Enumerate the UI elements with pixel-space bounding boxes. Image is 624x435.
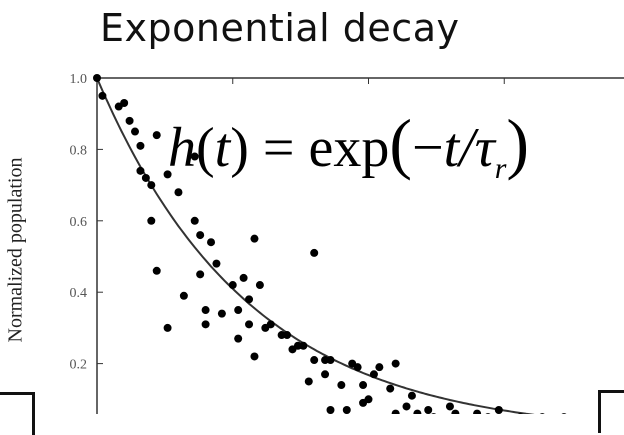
data-point xyxy=(359,381,368,390)
formula-h: h xyxy=(168,117,196,179)
formula-subscript: r xyxy=(494,152,507,185)
data-point xyxy=(326,356,335,365)
data-point xyxy=(375,363,384,372)
data-point xyxy=(196,270,205,279)
data-point xyxy=(234,334,243,343)
data-point xyxy=(120,98,129,107)
data-point xyxy=(196,231,205,240)
data-point xyxy=(391,359,400,368)
data-point xyxy=(337,381,346,390)
data-point xyxy=(131,127,140,136)
data-point xyxy=(369,370,378,379)
data-point xyxy=(250,234,259,243)
data-point xyxy=(304,377,313,386)
data-point xyxy=(190,152,199,161)
y-tick-label: 1.0 xyxy=(70,72,88,87)
data-point xyxy=(141,173,150,182)
data-point xyxy=(424,406,433,414)
data-point xyxy=(321,370,330,379)
data-point xyxy=(353,363,362,372)
chart-title: Exponential decay xyxy=(100,6,460,50)
formula-tau: τ xyxy=(474,117,495,179)
data-point xyxy=(473,409,482,414)
data-point xyxy=(163,323,172,332)
data-point xyxy=(207,238,216,247)
formula-slash: / xyxy=(459,117,475,179)
y-tick-label: 0.8 xyxy=(70,143,88,158)
data-point xyxy=(201,320,210,329)
data-point xyxy=(190,216,199,225)
y-ticks: 0.2 0.4 0.6 0.8 1.0 xyxy=(70,72,103,373)
data-point xyxy=(212,259,221,268)
data-point xyxy=(152,266,161,275)
data-point xyxy=(255,281,264,290)
data-point xyxy=(494,406,503,414)
data-point xyxy=(179,291,188,300)
formula-t2: t xyxy=(443,117,460,179)
y-tick-label: 0.2 xyxy=(70,358,88,373)
data-point xyxy=(136,166,145,175)
data-point xyxy=(266,320,275,329)
data-point xyxy=(147,181,156,190)
data-point xyxy=(174,188,183,197)
formula-equals-exp: = exp xyxy=(248,117,390,179)
data-point xyxy=(98,91,107,100)
formula-t: t xyxy=(214,117,231,179)
data-points xyxy=(93,74,567,414)
formula-close-paren: ) xyxy=(230,117,249,179)
data-point xyxy=(228,281,237,290)
data-point xyxy=(147,216,156,225)
data-point xyxy=(136,141,145,150)
formula-open-paren: ( xyxy=(196,117,215,179)
axes xyxy=(96,77,624,414)
formula-right-paren: ) xyxy=(506,105,530,181)
data-point xyxy=(310,356,319,365)
data-point xyxy=(201,306,210,315)
data-point xyxy=(234,306,243,315)
data-point xyxy=(451,409,460,414)
data-point xyxy=(125,116,134,125)
data-point xyxy=(245,295,254,304)
data-point xyxy=(163,170,172,179)
data-point xyxy=(310,248,319,257)
data-point xyxy=(445,402,454,411)
right-bracket-decoration xyxy=(598,390,624,433)
formula-left-paren: ( xyxy=(389,105,412,181)
data-point xyxy=(93,74,101,82)
data-point xyxy=(391,409,400,414)
data-point xyxy=(326,406,335,414)
data-point xyxy=(250,352,259,361)
formula: h(t) = exp(−t/τr) xyxy=(168,104,530,185)
data-point xyxy=(413,409,422,414)
data-point xyxy=(152,131,161,140)
y-tick-label: 0.4 xyxy=(70,286,88,301)
y-tick-label: 0.6 xyxy=(70,215,88,230)
data-point xyxy=(386,384,395,393)
scatter-plot: 0.2 0.4 0.6 0.8 1.0 xyxy=(70,72,624,414)
data-point xyxy=(364,395,373,404)
formula-minus: − xyxy=(411,117,444,179)
data-point xyxy=(402,402,411,411)
data-point xyxy=(283,331,292,340)
data-point xyxy=(217,309,226,318)
fit-curve xyxy=(96,77,536,414)
data-point xyxy=(407,391,416,400)
data-point xyxy=(245,320,254,329)
data-point xyxy=(299,341,308,350)
data-point xyxy=(342,406,351,414)
data-point xyxy=(239,273,248,282)
